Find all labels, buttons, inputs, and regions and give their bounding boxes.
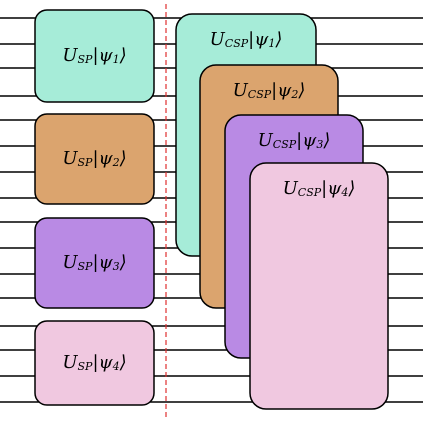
sp-gate-1: USP|ψ1⟩ (34, 9, 155, 103)
sp-gate-4: USP|ψ4⟩ (34, 320, 155, 406)
csp-gate-3-label: UCSP|ψ3⟩ (258, 130, 331, 151)
csp-gate-3-label-sub: CSP (273, 138, 297, 151)
sp-gate-2-label-op: U (62, 148, 78, 169)
csp-gate-4-label-op: U (283, 178, 299, 199)
csp-gate-4: UCSP|ψ4⟩ (249, 162, 389, 410)
csp-gate-3-label-state: |ψ (296, 130, 317, 151)
sp-gate-3: USP|ψ3⟩ (34, 217, 155, 309)
csp-gate-1-label-op: U (210, 29, 226, 50)
sp-gate-1-box (34, 9, 155, 103)
sp-gate-3-label-op: U (62, 252, 78, 273)
csp-gate-4-label-sub: CSP (298, 186, 322, 199)
sp-gate-2-box (34, 113, 155, 205)
csp-gate-4-label: UCSP|ψ4⟩ (283, 178, 356, 199)
sp-gate-1-label-state: |ψ (92, 45, 113, 66)
sp-gate-4-box (34, 320, 155, 406)
sp-gate-3-label-sub: SP (78, 260, 94, 273)
csp-gate-2-label-close: ⟩ (297, 80, 305, 101)
sp-gate-3-label: USP|ψ3⟩ (62, 252, 126, 273)
sp-gate-2-label: USP|ψ2⟩ (62, 148, 126, 169)
sp-gate-1-label: USP|ψ1⟩ (62, 45, 126, 66)
sp-gates: USP|ψ1⟩USP|ψ2⟩USP|ψ3⟩USP|ψ4⟩ (34, 9, 155, 406)
csp-gate-2-label: UCSP|ψ2⟩ (233, 80, 306, 101)
csp-gate-1-label-state: |ψ (248, 29, 269, 50)
csp-gate-3-label-close: ⟩ (322, 130, 330, 151)
csp-gate-4-label-state: |ψ (321, 178, 342, 199)
sp-gate-4-label: USP|ψ4⟩ (62, 352, 126, 373)
csp-gate-1-label-close: ⟩ (274, 29, 282, 50)
csp-gate-1-label-index: 1 (268, 37, 275, 50)
sp-gate-4-label-index: 4 (112, 360, 120, 373)
sp-gate-1-label-close: ⟩ (119, 45, 127, 66)
sp-gate-4-label-op: U (62, 352, 78, 373)
sp-gate-2-label-state: |ψ (92, 148, 113, 169)
csp-gates: UCSP|ψ1⟩UCSP|ψ2⟩UCSP|ψ3⟩UCSP|ψ4⟩ (175, 13, 389, 410)
csp-gate-3-label-index: 3 (316, 138, 323, 151)
csp-gate-1-label: UCSP|ψ1⟩ (210, 29, 283, 50)
csp-gate-4-label-close: ⟩ (347, 178, 355, 199)
sp-gate-1-label-index: 1 (113, 53, 120, 66)
csp-gate-1-label-sub: CSP (225, 37, 249, 50)
sp-gate-2-label-close: ⟩ (119, 148, 127, 169)
csp-gate-2-label-op: U (233, 80, 249, 101)
csp-gate-3-label-op: U (258, 130, 274, 151)
sp-gate-4-label-close: ⟩ (119, 352, 127, 373)
csp-gate-4-box (249, 162, 389, 410)
sp-gate-3-label-index: 3 (113, 260, 120, 273)
sp-gate-2-label-index: 2 (112, 156, 120, 169)
sp-gate-1-label-sub: SP (78, 53, 94, 66)
sp-gate-4-label-sub: SP (78, 360, 94, 373)
sp-gate-1-label-op: U (62, 45, 78, 66)
sp-gate-4-label-state: |ψ (92, 352, 113, 373)
csp-gate-4-label-index: 4 (340, 186, 348, 199)
sp-gate-2: USP|ψ2⟩ (34, 113, 155, 205)
csp-gate-2-label-sub: CSP (248, 88, 272, 101)
sp-gate-3-label-close: ⟩ (119, 252, 127, 273)
csp-gate-2-label-index: 2 (290, 88, 298, 101)
sp-gate-3-box (34, 217, 155, 309)
sp-gate-2-label-sub: SP (78, 156, 94, 169)
sp-gate-3-label-state: |ψ (92, 252, 113, 273)
csp-gate-2-label-state: |ψ (271, 80, 292, 101)
